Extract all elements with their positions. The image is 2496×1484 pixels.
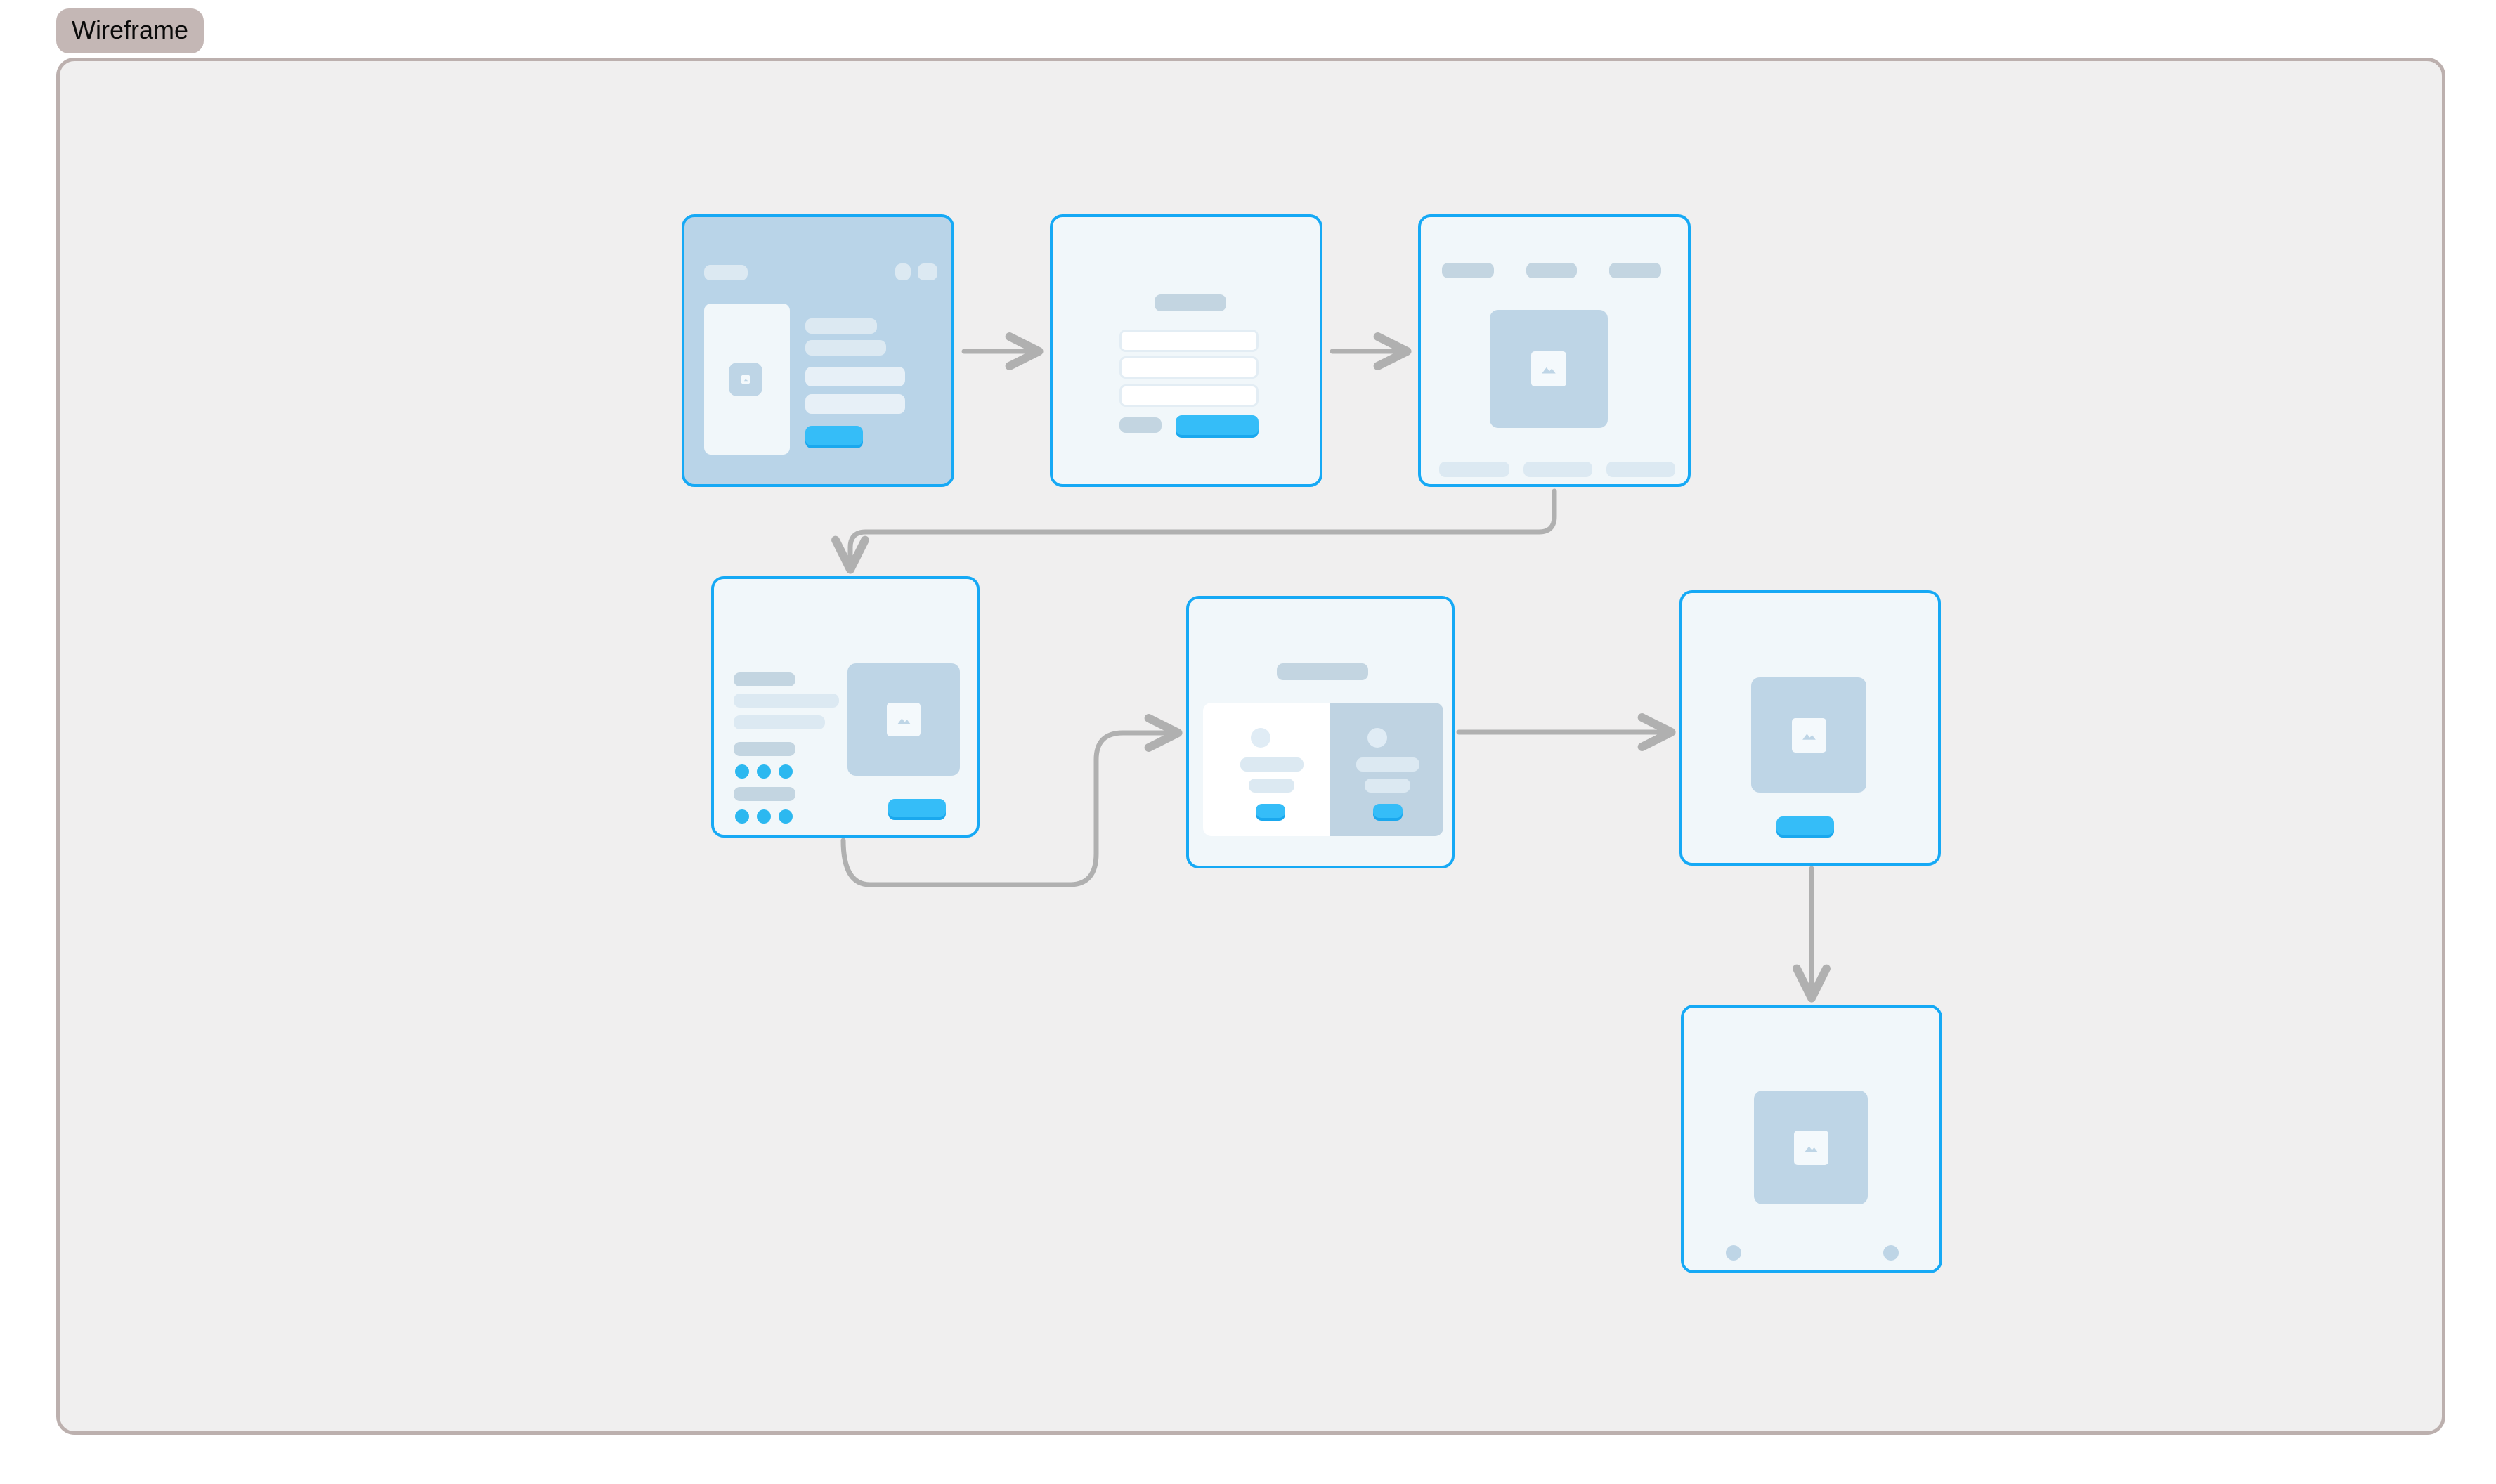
body-line-2	[734, 715, 825, 729]
meta-bar-right	[1365, 779, 1410, 793]
select-left-button[interactable]	[1256, 804, 1285, 818]
form-input-3	[1119, 384, 1259, 407]
image-icon-frame	[1791, 717, 1826, 753]
meta-bar-left	[1249, 779, 1294, 793]
comparison-title-bar	[1277, 663, 1368, 680]
option-swatch-1c[interactable]	[779, 764, 793, 779]
header-action-2	[918, 263, 937, 280]
image-icon	[743, 379, 748, 381]
option-swatch-2c[interactable]	[779, 809, 793, 824]
option-label-2	[734, 787, 795, 801]
image-icon-frame	[1793, 1130, 1828, 1165]
text-line-2	[805, 340, 886, 356]
option-label-1	[734, 742, 795, 756]
image-icon	[897, 717, 911, 724]
product-detail-screen[interactable]	[711, 576, 980, 838]
footer-item-1	[1439, 462, 1509, 477]
image-icon-frame	[741, 375, 750, 384]
body-line-1	[734, 694, 839, 708]
name-bar-right	[1356, 757, 1419, 772]
select-right-button[interactable]	[1373, 804, 1403, 818]
option-swatch-1b[interactable]	[757, 764, 771, 779]
avatar-right	[1367, 728, 1387, 748]
image-icon	[1542, 367, 1556, 374]
nav-item-3	[1609, 263, 1661, 278]
heading-bar	[734, 672, 795, 686]
form-screen[interactable]	[1050, 214, 1322, 487]
image-icon-frame	[1531, 351, 1566, 386]
gallery-screen[interactable]	[1418, 214, 1691, 487]
input-field-1	[805, 367, 905, 386]
success-screen[interactable]	[1681, 1005, 1942, 1273]
detail-hero-screen[interactable]	[682, 214, 954, 487]
nav-item-2	[1526, 263, 1577, 278]
primary-cta[interactable]	[805, 426, 863, 445]
pagination-dot-1[interactable]	[1726, 1245, 1741, 1261]
product-image-placeholder	[847, 663, 960, 776]
comparison-screen[interactable]	[1186, 596, 1455, 868]
option-swatch-2b[interactable]	[757, 809, 771, 824]
nav-item-1	[1442, 263, 1494, 278]
footer-item-3	[1606, 462, 1675, 477]
confirm-button[interactable]	[1776, 816, 1834, 835]
success-image-placeholder	[1754, 1091, 1868, 1204]
frame-label: Wireframe	[56, 8, 204, 53]
submit-button[interactable]	[1176, 415, 1259, 435]
confirm-image-placeholder	[1751, 677, 1866, 793]
image-icon	[1804, 1145, 1818, 1152]
image-icon	[1802, 733, 1816, 740]
header-action-1	[895, 263, 911, 280]
pagination-dot-2[interactable]	[1883, 1245, 1899, 1261]
form-title-bar	[1155, 294, 1226, 311]
image-icon-frame	[887, 703, 921, 736]
add-to-cart-button[interactable]	[888, 799, 946, 817]
text-line-1	[805, 318, 877, 334]
form-input-2	[1119, 356, 1259, 379]
image-placeholder	[729, 363, 762, 396]
confirm-screen[interactable]	[1679, 590, 1941, 866]
footer-item-2	[1523, 462, 1592, 477]
header-logo-bar	[704, 265, 748, 280]
secondary-action	[1119, 417, 1162, 433]
option-swatch-1a[interactable]	[735, 764, 749, 779]
hero-image-placeholder	[1490, 310, 1608, 428]
form-input-1	[1119, 330, 1259, 352]
input-field-2	[805, 394, 905, 414]
name-bar-left	[1240, 757, 1304, 772]
avatar-left	[1251, 728, 1270, 748]
option-swatch-2a[interactable]	[735, 809, 749, 824]
